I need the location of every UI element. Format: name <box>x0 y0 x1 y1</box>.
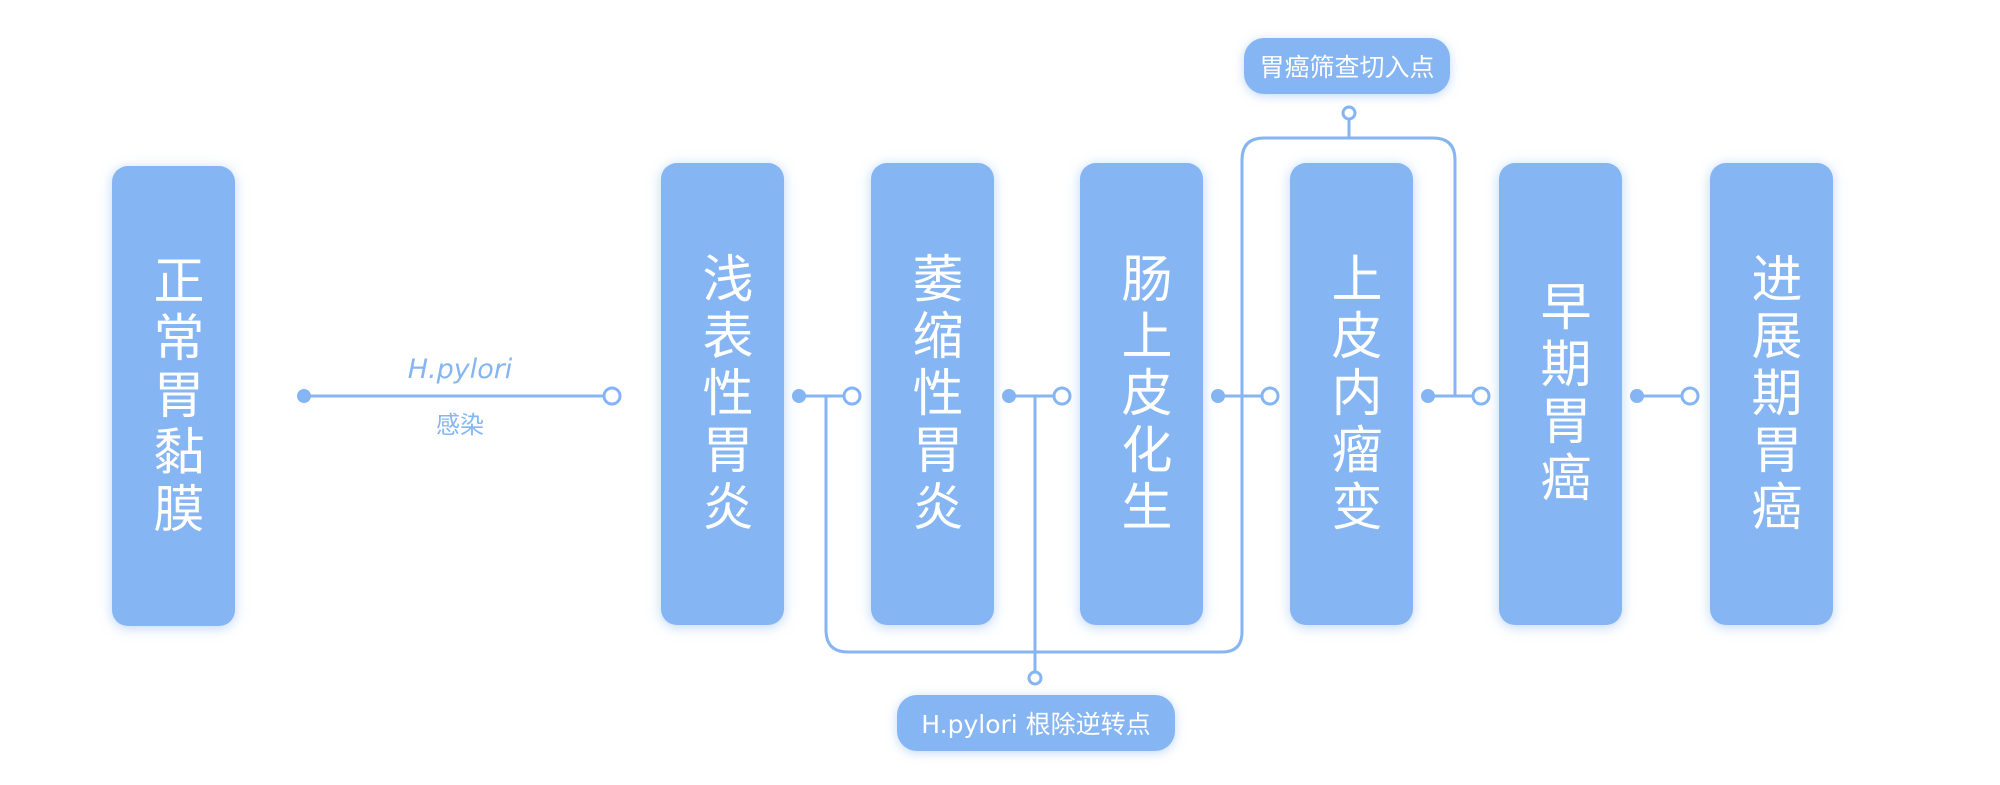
stage-label: 浅表性胃炎 <box>693 251 752 537</box>
infection-word-label: 感染 <box>436 411 484 439</box>
reversal-stem-ring <box>1027 670 1043 686</box>
connector-ring-5 <box>1680 386 1700 406</box>
stage-superficial-gastritis: 浅表性胃炎 <box>661 163 784 625</box>
stage-intraepithelial-neoplasia: 上皮内瘤变 <box>1290 163 1413 625</box>
connector-dot-5 <box>1630 389 1644 403</box>
connector-dot-4 <box>1421 389 1435 403</box>
connector-ring-3 <box>1260 386 1280 406</box>
connector-ring-1 <box>842 386 862 406</box>
stage-label: 萎缩性胃炎 <box>903 251 962 537</box>
stage-label: 早期胃癌 <box>1531 280 1590 508</box>
connector-dot-2 <box>1002 389 1016 403</box>
stage-early-gastric-cancer: 早期胃癌 <box>1499 163 1622 625</box>
connector-ring-4 <box>1471 386 1491 406</box>
infection-end-ring <box>602 386 622 406</box>
stage-advanced-gastric-cancer: 进展期胃癌 <box>1710 163 1833 625</box>
stage-label: 进展期胃癌 <box>1742 251 1801 537</box>
stage-intestinal-metaplasia: 肠上皮化生 <box>1080 163 1203 625</box>
stage-label: 上皮内瘤变 <box>1322 251 1381 537</box>
stage-atrophic-gastritis: 萎缩性胃炎 <box>871 163 994 625</box>
infection-start-dot <box>297 389 311 403</box>
connector-ring-2 <box>1052 386 1072 406</box>
stage-normal-mucosa: 正常胃黏膜 <box>112 166 235 626</box>
connector-dot-1 <box>792 389 806 403</box>
screening-stem-ring <box>1341 105 1357 121</box>
stage-label: 正常胃黏膜 <box>144 253 203 539</box>
screening-point-callout: 胃癌筛查切入点 <box>1244 38 1450 94</box>
reversal-point-callout: H.pylori 根除逆转点 <box>897 695 1175 751</box>
stage-label: 肠上皮化生 <box>1112 251 1171 537</box>
connector-dot-3 <box>1211 389 1225 403</box>
infection-agent-label: H.pylori <box>407 354 513 385</box>
